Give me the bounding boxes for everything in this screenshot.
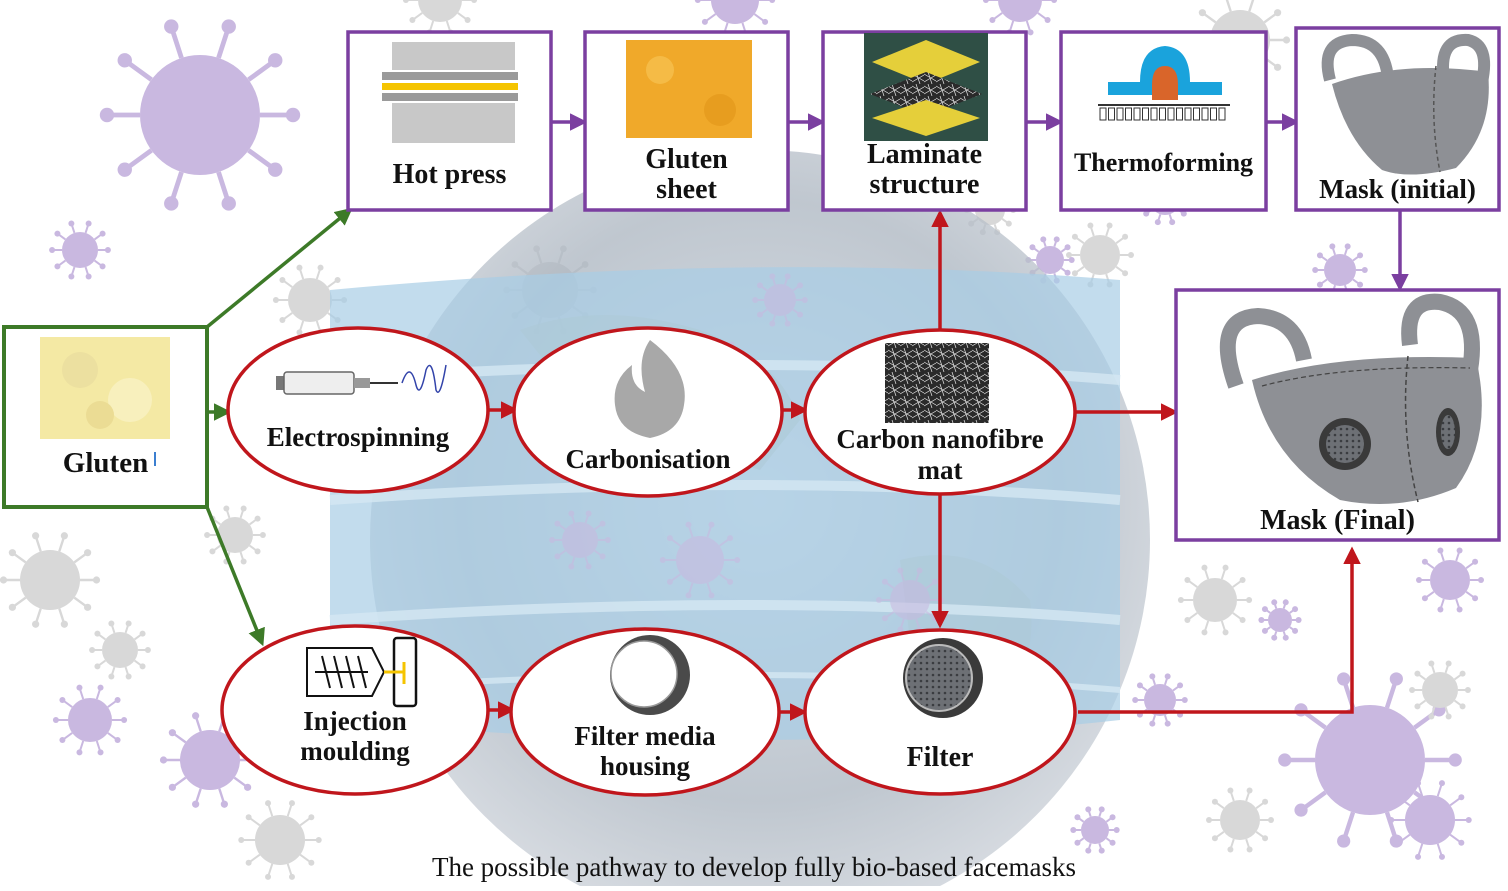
node-filter	[803, 628, 1077, 796]
virus-particle	[1258, 599, 1302, 641]
node-thermoforming	[1059, 30, 1268, 212]
carbon-nanofibre-label-line2: mat	[917, 455, 963, 485]
thermoforming-icon	[1098, 46, 1230, 121]
node-laminate-structure	[821, 30, 1028, 212]
virus-particle	[52, 684, 128, 756]
arrow-gluten-to-injection-moulding	[205, 506, 265, 647]
carbon-nanofibre-label-line1: Carbon nanofibre	[836, 424, 1044, 454]
virus-particle	[89, 620, 151, 680]
hot-press-label: Hot press	[392, 159, 507, 190]
thermoforming-pin	[1150, 107, 1158, 121]
node-electrospinning	[226, 326, 490, 494]
arrow-filter-to-mask-final	[1078, 546, 1361, 714]
thermoforming-pin	[1201, 107, 1209, 121]
virus-particle	[694, 0, 776, 39]
thermoforming-pin	[1108, 107, 1115, 121]
arrow-gluten-to-hot-press	[205, 207, 353, 329]
virus-particle	[1388, 780, 1472, 860]
virus-particle	[659, 521, 741, 599]
virus-particle	[549, 510, 611, 570]
mask-final-label: Mask (Final)	[1260, 505, 1415, 536]
gluten-sheet-label-line1: Gluten	[645, 144, 728, 175]
virus-particle	[1177, 564, 1253, 636]
virus-particle	[982, 0, 1058, 36]
thermoforming-pin	[1142, 107, 1149, 121]
virus-particle	[1409, 660, 1471, 720]
virus-particle	[402, 0, 478, 36]
gluten-sheet-image	[626, 40, 752, 138]
virus-particle	[1416, 547, 1484, 613]
mask-initial-label: Mask (initial)	[1319, 174, 1476, 204]
virus-particle	[238, 800, 322, 880]
background-decoration-front	[549, 273, 944, 633]
node-mask-initial	[1294, 26, 1501, 212]
node-filter-media-housing	[509, 627, 781, 797]
virus-particle	[752, 273, 808, 327]
virus-particle	[1132, 673, 1188, 727]
virus-particle	[204, 505, 266, 565]
thermoforming-pin	[1210, 107, 1217, 121]
filter-icon	[903, 638, 983, 718]
injection-moulding-icon	[306, 636, 418, 708]
filter-media-housing-label-line2: housing	[599, 751, 691, 781]
node-mask-final	[1174, 288, 1501, 542]
gluten-label: Gluten	[62, 447, 149, 479]
injection-moulding-label-line2: moulding	[300, 736, 410, 766]
figure-caption: The possible pathway to develop fully bi…	[431, 852, 1077, 882]
filter-housing-icon	[610, 635, 690, 715]
thermoforming-pin	[1176, 107, 1183, 121]
carbonisation-label: Carbonisation	[565, 444, 731, 474]
thermoforming-pin	[1159, 107, 1166, 121]
node-injection-moulding	[220, 624, 490, 796]
virus-particle	[99, 19, 301, 211]
mask-final-icon	[1219, 293, 1482, 504]
thermoforming-pin	[1167, 107, 1175, 121]
mask-initial-icon	[1321, 33, 1491, 175]
virus-particle	[0, 532, 101, 628]
thermoforming-label: Thermoforming	[1073, 148, 1254, 177]
thermoforming-pin	[1099, 107, 1107, 121]
thermoforming-pin	[1218, 107, 1226, 121]
thermoforming-pin	[1184, 107, 1192, 121]
laminate-icon	[864, 33, 988, 141]
node-gluten	[2, 325, 209, 509]
thermoforming-pin	[1116, 107, 1124, 121]
gluten-sheet-label-line2: sheet	[656, 174, 717, 205]
thermoforming-pin	[1133, 107, 1141, 121]
node-hot-press	[346, 30, 553, 212]
node-carbonisation	[512, 326, 784, 498]
filter-media-housing-label-line1: Filter media	[574, 721, 716, 751]
injection-moulding-label-line1: Injection	[303, 706, 407, 736]
node-carbon-nanofibre-mat	[803, 328, 1077, 496]
arrows	[205, 113, 1409, 721]
laminate-label-line1: Laminate	[866, 139, 983, 170]
virus-particle	[1070, 806, 1120, 854]
hot-press-icon	[382, 42, 518, 143]
nanofibre-image	[885, 343, 989, 423]
syringe-icon	[276, 364, 447, 395]
laminate-label-line2: structure	[869, 169, 980, 200]
electrospinning-label: Electrospinning	[266, 422, 450, 452]
filter-label: Filter	[906, 742, 974, 773]
virus-particle	[1206, 787, 1274, 853]
thermoforming-pin	[1125, 107, 1132, 121]
thermoforming-pin	[1193, 107, 1200, 121]
node-gluten-sheet	[583, 30, 790, 212]
virus-particle	[49, 220, 111, 280]
flame-icon	[614, 340, 685, 438]
